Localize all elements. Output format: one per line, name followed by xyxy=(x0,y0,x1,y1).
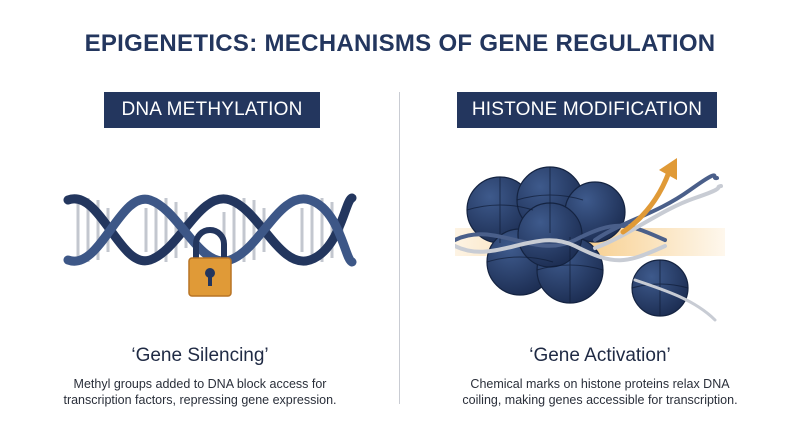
page-title: EPIGENETICS: MECHANISMS OF GENE REGULATI… xyxy=(84,30,716,57)
caption-line: Chemical marks on histone proteins relax… xyxy=(470,377,730,391)
gene-silencing-description: Methyl groups added to DNA block access … xyxy=(0,376,400,408)
dna-methylation-illustration xyxy=(63,193,357,297)
histone-modification-illustration xyxy=(455,158,725,322)
caption-line: transcription factors, repressing gene e… xyxy=(63,393,337,407)
gene-activation-title: ‘Gene Activation’ xyxy=(529,345,671,366)
panel-divider xyxy=(399,92,400,404)
caption-line: coiling, making genes accessible for tra… xyxy=(462,393,738,407)
padlock-icon xyxy=(188,227,232,297)
dna-helix-icon xyxy=(63,193,357,267)
dna-methylation-label: DNA METHYLATION xyxy=(104,92,320,128)
gene-silencing-title: ‘Gene Silencing’ xyxy=(131,345,269,366)
histone-spheres-icon xyxy=(455,166,725,317)
arrow-up-icon xyxy=(620,158,677,235)
caption-line: Methyl groups added to DNA block access … xyxy=(73,377,327,391)
histone-modification-label: HISTONE MODIFICATION xyxy=(457,92,717,128)
gene-activation-description: Chemical marks on histone proteins relax… xyxy=(400,376,800,408)
